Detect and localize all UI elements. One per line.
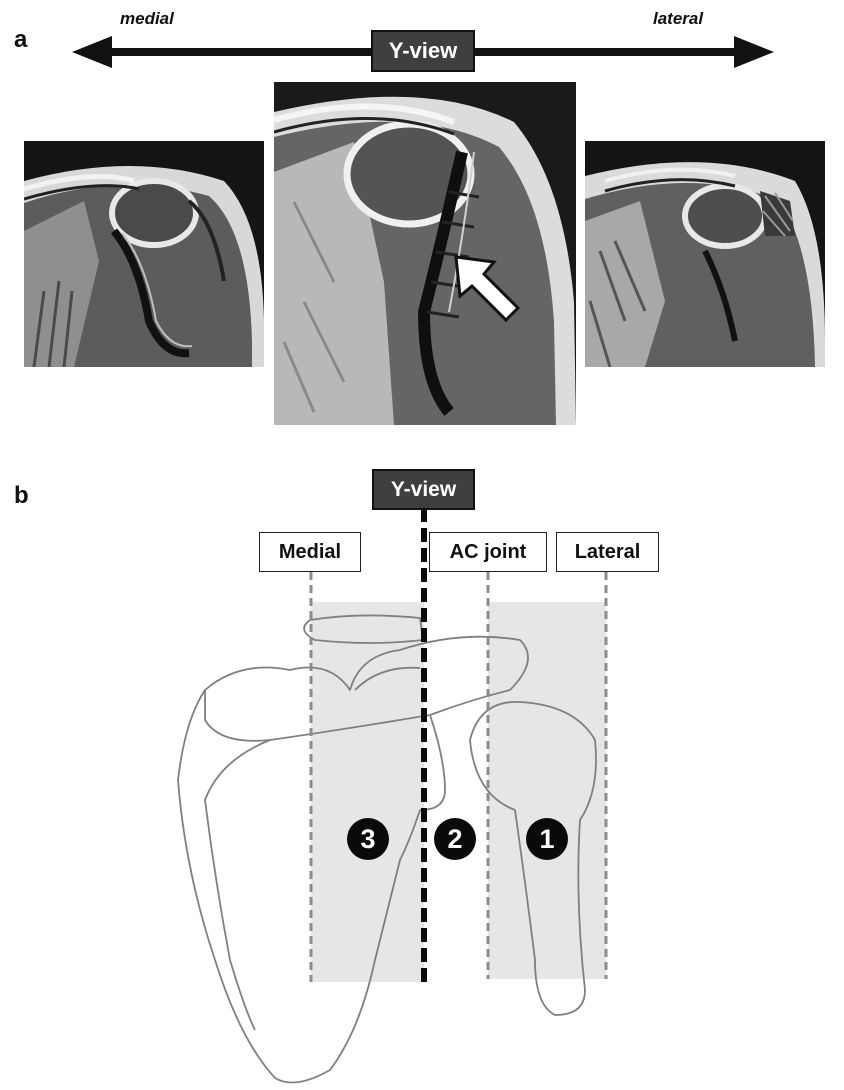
- marker-2: 2: [434, 818, 476, 860]
- y-view-label-b: Y-view: [372, 469, 475, 510]
- medial-label: Medial: [259, 532, 361, 572]
- lateral-label: Lateral: [556, 532, 659, 572]
- ac-joint-label: AC joint: [429, 532, 547, 572]
- marker-3: 3: [347, 818, 389, 860]
- lateral-zone-shading: [488, 602, 606, 979]
- medial-zone-shading: [311, 602, 424, 982]
- marker-1: 1: [526, 818, 568, 860]
